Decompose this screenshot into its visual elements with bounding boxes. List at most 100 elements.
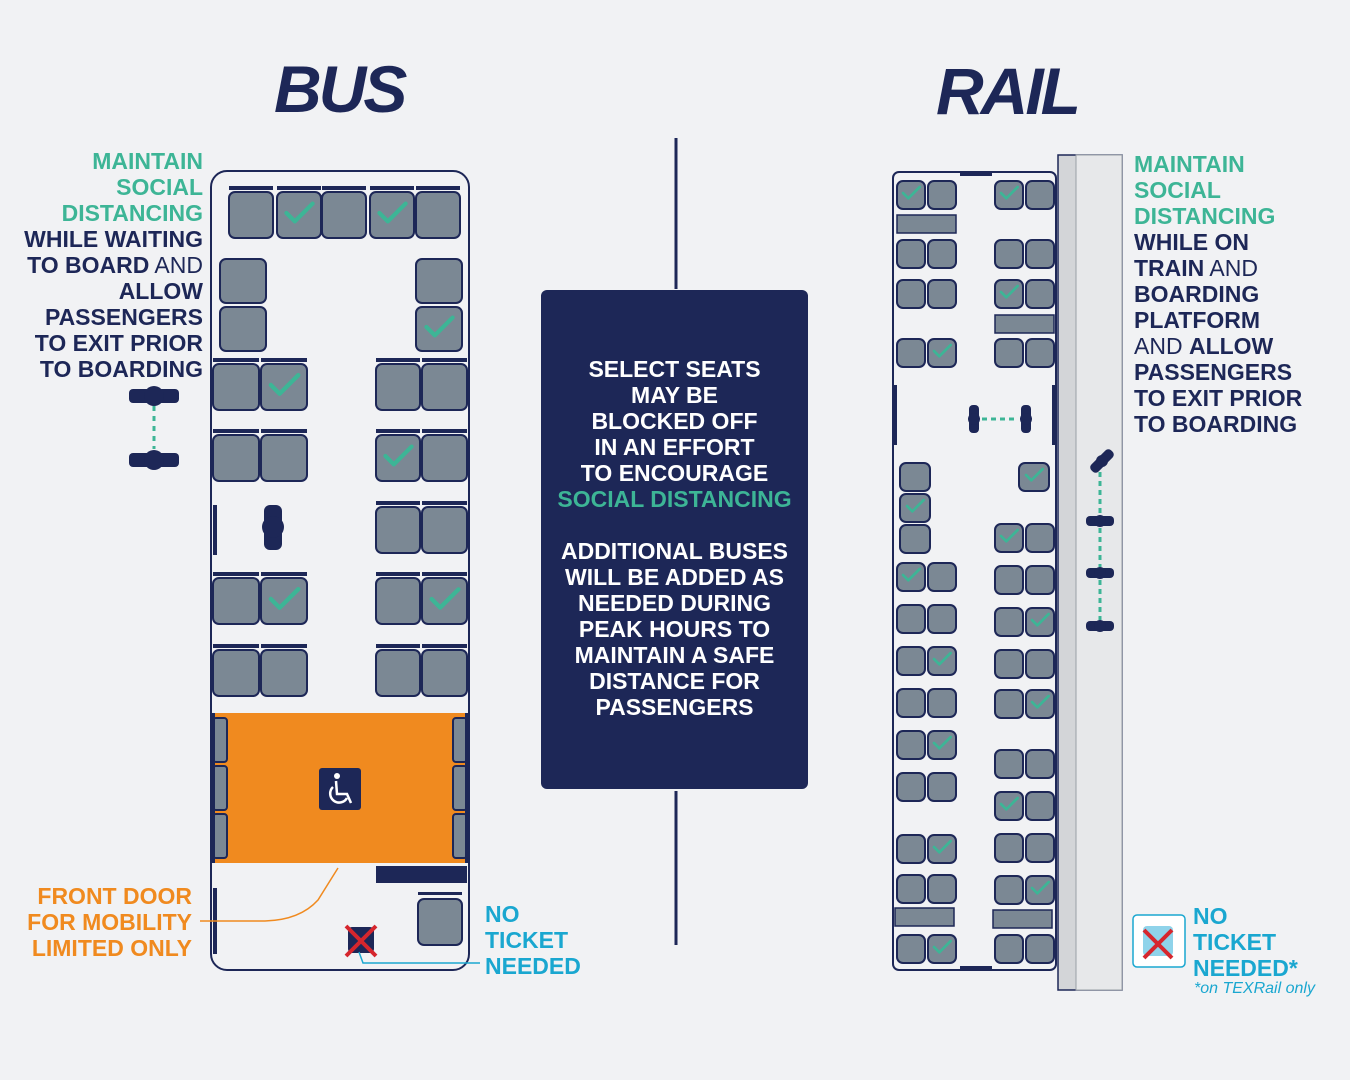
info-panel: SELECT SEATS MAY BE BLOCKED OFF IN AN EF… bbox=[541, 290, 808, 789]
blocked-seat bbox=[415, 306, 463, 352]
blocked-seat bbox=[899, 493, 931, 523]
seat bbox=[994, 875, 1024, 905]
seat bbox=[927, 604, 957, 634]
seat bbox=[375, 644, 421, 697]
seat bbox=[896, 279, 926, 309]
seat bbox=[219, 306, 267, 352]
bus-seats bbox=[212, 258, 468, 697]
blocked-seat bbox=[1018, 462, 1050, 492]
ticket-crossed-icon bbox=[1132, 914, 1186, 968]
blocked-seat bbox=[276, 186, 322, 239]
bench-seat bbox=[994, 314, 1055, 334]
standing-passenger-icon bbox=[262, 505, 284, 550]
seat bbox=[896, 338, 926, 368]
seat bbox=[1025, 180, 1055, 210]
front-door-label: FRONT DOOR FOR MOBILITY LIMITED ONLY bbox=[27, 883, 192, 961]
seat bbox=[212, 358, 260, 411]
seat bbox=[1025, 338, 1055, 368]
seat bbox=[927, 279, 957, 309]
seat bbox=[994, 239, 1024, 269]
seat bbox=[927, 688, 957, 718]
blocked-seat bbox=[1025, 607, 1055, 637]
bus-back-row bbox=[228, 186, 461, 239]
bench-seat bbox=[894, 907, 955, 927]
blocked-seat bbox=[896, 180, 926, 210]
blocked-seat bbox=[369, 186, 415, 239]
blocked-seat bbox=[1025, 689, 1055, 719]
seat bbox=[994, 833, 1024, 863]
seat bbox=[896, 772, 926, 802]
rail-title: RAIL bbox=[936, 54, 1081, 128]
platform-passengers-icon bbox=[1086, 449, 1114, 632]
blocked-seat bbox=[927, 646, 957, 676]
seat bbox=[421, 644, 468, 697]
seat bbox=[415, 258, 463, 304]
blocked-seat bbox=[375, 429, 421, 482]
seat bbox=[927, 239, 957, 269]
blocked-seat bbox=[260, 572, 308, 625]
seat bbox=[994, 749, 1024, 779]
seat bbox=[421, 501, 468, 554]
bus-no-ticket-label: NO TICKET NEEDED bbox=[485, 901, 581, 979]
seat bbox=[927, 874, 957, 904]
seat bbox=[896, 874, 926, 904]
person-distance-icon bbox=[129, 386, 179, 470]
ticket-crossed-icon bbox=[344, 924, 378, 958]
rail-no-ticket-label: NO TICKET NEEDED* bbox=[1193, 903, 1298, 981]
seat bbox=[1025, 833, 1055, 863]
blocked-seat bbox=[927, 834, 957, 864]
seat bbox=[1025, 791, 1055, 821]
blocked-seat bbox=[994, 180, 1024, 210]
seat bbox=[212, 572, 260, 625]
bench-seat bbox=[896, 214, 957, 234]
rail-message: MAINTAIN SOCIAL DISTANCING WHILE ON TRAI… bbox=[1134, 151, 1303, 437]
seat bbox=[260, 429, 308, 482]
seat bbox=[415, 186, 461, 239]
seat bbox=[899, 524, 931, 554]
seat bbox=[1025, 239, 1055, 269]
seat bbox=[896, 239, 926, 269]
seat bbox=[896, 730, 926, 760]
seat bbox=[927, 562, 957, 592]
seat bbox=[994, 607, 1024, 637]
seat bbox=[219, 258, 267, 304]
seat bbox=[228, 186, 274, 239]
bus-title: BUS bbox=[274, 52, 407, 126]
seat bbox=[1025, 649, 1055, 679]
bus-message: MAINTAIN SOCIAL DISTANCING WHILE WAITING… bbox=[24, 148, 203, 382]
seat bbox=[927, 772, 957, 802]
blocked-seat bbox=[994, 279, 1024, 309]
seat bbox=[927, 180, 957, 210]
wheelchair-icon bbox=[319, 768, 361, 810]
seat bbox=[896, 834, 926, 864]
seat bbox=[421, 429, 468, 482]
rail-footnote: *on TEXRail only bbox=[1194, 980, 1315, 997]
seat bbox=[1025, 565, 1055, 595]
seat bbox=[260, 644, 308, 697]
seat bbox=[375, 501, 421, 554]
seat bbox=[994, 649, 1024, 679]
blocked-seat bbox=[421, 572, 468, 625]
driver-seat bbox=[417, 892, 463, 946]
seat bbox=[1025, 279, 1055, 309]
seat bbox=[896, 934, 926, 964]
blocked-seat bbox=[927, 730, 957, 760]
seat bbox=[994, 565, 1024, 595]
seat bbox=[1025, 934, 1055, 964]
seat bbox=[994, 338, 1024, 368]
seat bbox=[899, 462, 931, 492]
blocked-seat bbox=[927, 934, 957, 964]
blocked-seat bbox=[260, 358, 308, 411]
seat bbox=[212, 644, 260, 697]
seat bbox=[896, 604, 926, 634]
person-distance-icon bbox=[968, 405, 1032, 433]
rail-seats bbox=[894, 180, 1055, 964]
seat bbox=[1025, 523, 1055, 553]
seat bbox=[896, 688, 926, 718]
seat bbox=[375, 358, 421, 411]
blocked-seat bbox=[896, 562, 926, 592]
blocked-seat bbox=[994, 791, 1024, 821]
seat bbox=[321, 186, 367, 239]
seat bbox=[896, 646, 926, 676]
